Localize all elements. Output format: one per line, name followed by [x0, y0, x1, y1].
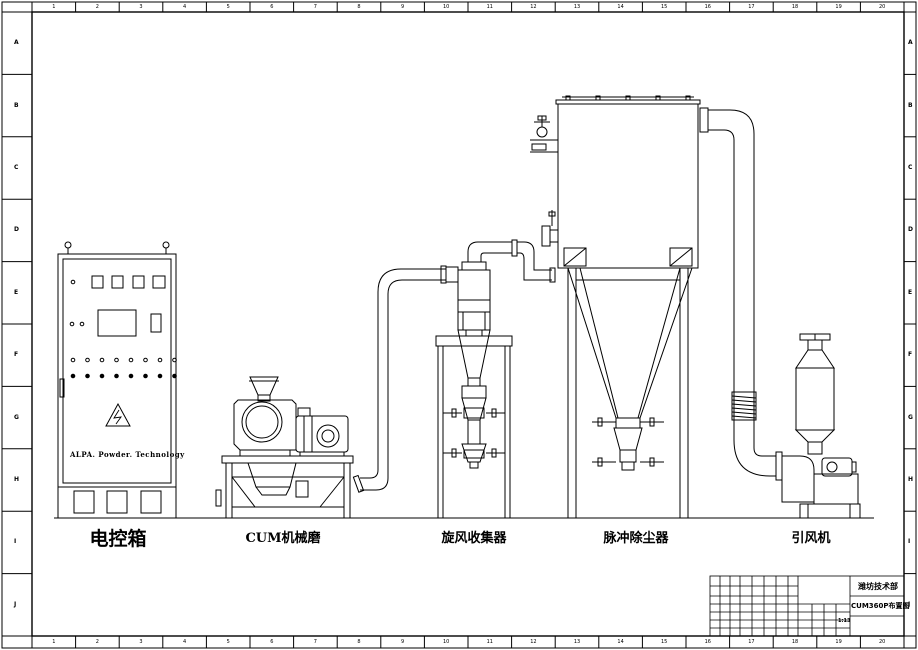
frame-column-label: 1	[52, 639, 56, 645]
frame-column-label: 17	[748, 639, 755, 645]
frame-column-label: 10	[443, 639, 450, 645]
frame-row-label: A	[908, 39, 913, 47]
frame-column-label: 15	[661, 4, 668, 10]
frame-column-label: 20	[879, 639, 886, 645]
frame-row-label: H	[14, 476, 20, 483]
frame-column-label: 8	[357, 639, 361, 645]
cyclone-collector	[435, 239, 556, 518]
frame-column-label: 11	[486, 4, 493, 10]
frame-row-label: F	[908, 351, 913, 359]
frame-column-label: 15	[661, 639, 668, 645]
frame-column-label: 16	[704, 4, 711, 10]
frame-row-label: B	[908, 101, 913, 109]
frame-column-label: 13	[573, 4, 581, 10]
frame-row-label: H	[908, 476, 914, 483]
frame-column-label: 3	[139, 4, 143, 10]
frame-column-label: 13	[573, 639, 581, 645]
conveying-pipe-2	[699, 107, 783, 481]
frame-column-label: 14	[617, 639, 624, 645]
cum-mill	[215, 376, 354, 518]
frame-row-label: I	[908, 538, 911, 546]
frame-row-label: A	[14, 39, 19, 47]
frame-column-label: 8	[357, 4, 361, 10]
frame-column-label: 11	[486, 639, 493, 645]
frame-row-label: C	[14, 164, 19, 171]
frame-column-label: 20	[879, 4, 886, 10]
title-block-scale: 1:13	[838, 618, 851, 624]
frame-column-label: 7	[313, 639, 317, 645]
induced-draft-fan	[781, 333, 861, 519]
frame-row-label: G	[14, 413, 19, 421]
title-block-drawing-title: CUM360P布置图	[851, 602, 910, 610]
frame-column-label: 14	[617, 4, 624, 10]
frame-column-label: 12	[530, 4, 537, 10]
frame-row-label: C	[908, 164, 913, 171]
frame-column-label: 7	[313, 4, 317, 10]
pulse-dust-collector	[530, 95, 701, 518]
frame-row-label: G	[908, 413, 913, 421]
label-cum-mill: CUM机械磨	[245, 531, 321, 546]
frame-column-label: 17	[748, 4, 755, 10]
frame-column-label: 9	[401, 639, 405, 645]
frame-row-label: E	[908, 288, 913, 296]
label-pulse-dust-collector: 脉冲除尘器	[603, 531, 669, 546]
frame-column-label: 4	[183, 4, 187, 10]
frame-column-label: 18	[791, 639, 799, 645]
frame-row-label: B	[14, 101, 19, 109]
title-block-company: 潍坊技术部	[858, 582, 898, 591]
frame-column-label: 6	[270, 4, 274, 10]
frame-row-label: F	[14, 351, 19, 359]
frame-column-label: 1	[52, 4, 56, 10]
label-induced-fan: 引风机	[791, 531, 831, 546]
frame-row-label: D	[908, 226, 913, 234]
frame-column-label: 19	[835, 4, 842, 10]
frame-column-label: 2	[95, 639, 99, 645]
cabinet-company-name: ALPA. Powder. Technology	[70, 450, 185, 459]
frame-column-label: 3	[139, 639, 143, 645]
frame-column-label: 6	[270, 639, 274, 645]
frame-row-label: I	[14, 538, 17, 546]
control-cabinet	[57, 241, 177, 519]
label-control-box: 电控箱	[89, 528, 147, 550]
frame-row-label: J	[908, 600, 911, 608]
frame-column-label: 19	[835, 639, 842, 645]
frame-column-label: 4	[183, 639, 187, 645]
title-block	[709, 575, 905, 637]
frame-row-label: D	[14, 226, 19, 234]
frame-column-label: 16	[704, 639, 711, 645]
frame-column-label: 9	[401, 4, 405, 10]
frame-row-label: E	[14, 288, 19, 296]
frame-column-label: 5	[226, 639, 230, 645]
conveying-pipe-1	[352, 265, 447, 493]
frame-row-label: J	[14, 600, 17, 608]
frame-column-label: 12	[530, 639, 537, 645]
frame-column-label: 5	[226, 4, 230, 10]
label-cyclone-collector: 旋风收集器	[441, 531, 507, 546]
frame-column-label: 18	[791, 4, 799, 10]
frame-column-label: 10	[443, 4, 450, 10]
frame-column-label: 2	[95, 4, 99, 10]
